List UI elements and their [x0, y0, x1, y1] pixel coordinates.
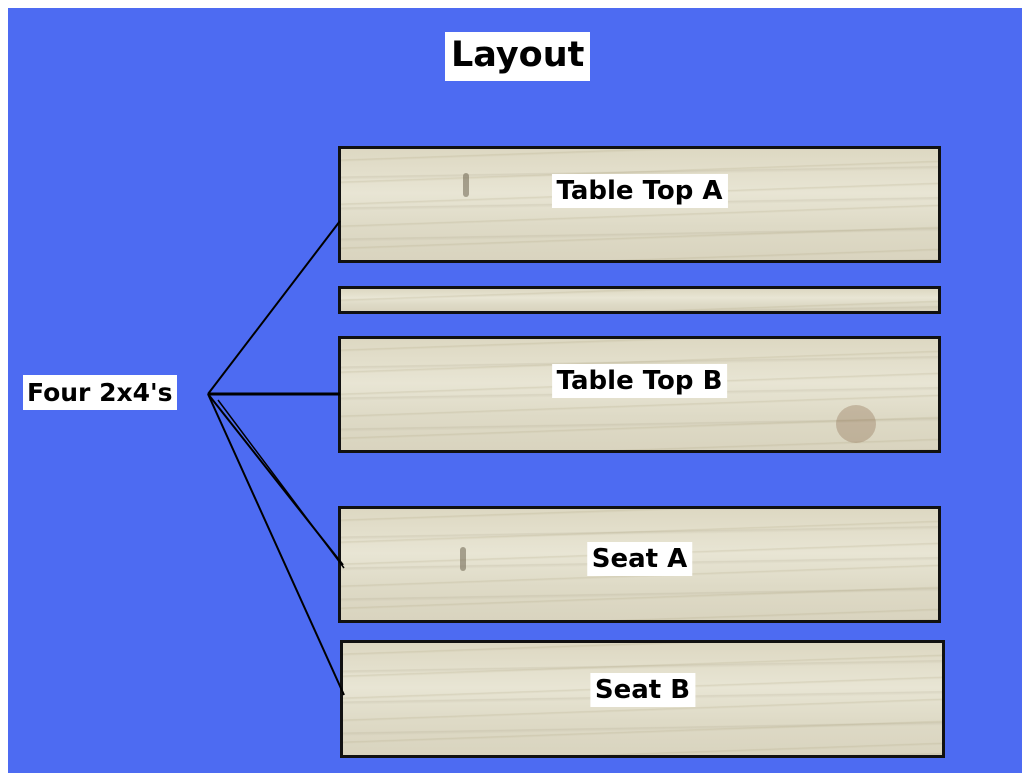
diagram-title: Layout — [445, 32, 591, 81]
wood-knot — [460, 547, 466, 571]
board-table-top-a: Table Top A — [338, 146, 941, 263]
wood-knot — [463, 173, 469, 197]
connector-line — [217, 399, 345, 569]
board-label: Table Top B — [551, 364, 728, 399]
wood-knot — [836, 405, 876, 443]
board-label: Table Top A — [551, 174, 728, 209]
board-seat-b: Seat B — [340, 640, 945, 758]
source-label: Four 2x4's — [23, 375, 177, 410]
connector-line — [207, 220, 341, 395]
board-label: Seat A — [586, 541, 693, 576]
layout-diagram: Layout Table Top A Table Top B Seat A Se… — [8, 8, 1022, 773]
board-seat-a: Seat A — [338, 506, 941, 623]
connector-line — [207, 393, 345, 696]
connector-lines — [207, 220, 345, 696]
board-label: Seat B — [589, 673, 696, 708]
board-table-top-b: Table Top B — [338, 336, 941, 453]
board-scrap-strip — [338, 286, 941, 314]
